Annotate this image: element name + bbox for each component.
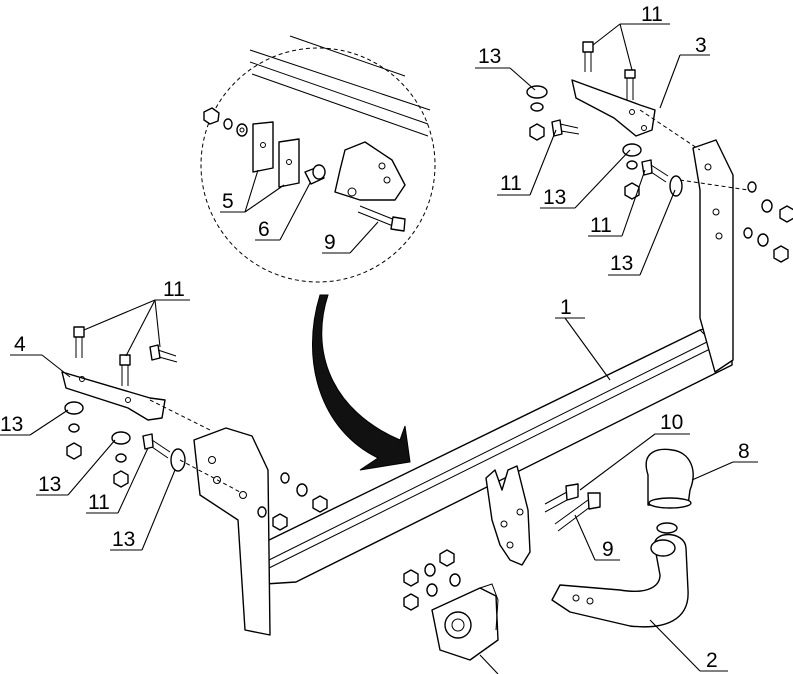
label-1: 1 (560, 296, 572, 319)
tow-ball (645, 448, 694, 534)
right-side-plate (692, 139, 734, 373)
left-mount-bracket-4 (61, 326, 328, 531)
label-3: 3 (695, 34, 707, 57)
detail-inset (200, 35, 436, 283)
ball-neck (551, 533, 689, 628)
main-crossbar (193, 139, 734, 636)
label-2: 2 (706, 649, 718, 672)
label-9: 9 (602, 538, 614, 561)
label-13: 13 (478, 45, 501, 68)
ball-mount-bracket (485, 465, 531, 566)
label-11: 11 (500, 172, 522, 195)
main-bolts (544, 483, 601, 532)
label-8: 8 (738, 440, 750, 463)
label-6: 6 (258, 218, 270, 241)
label-10: 10 (660, 411, 683, 434)
electrical-socket-plate (431, 583, 499, 661)
right-mount-bracket-3 (526, 41, 793, 263)
assembly-arrow-icon (311, 294, 411, 471)
label-13: 13 (38, 473, 61, 496)
label-13: 13 (0, 413, 23, 436)
inset-nut (203, 107, 220, 125)
center-nuts-washers (403, 549, 461, 611)
inset-bracket-plate (334, 141, 406, 201)
label-11: 11 (88, 491, 110, 514)
left-side-plate (193, 427, 271, 636)
label-13: 13 (112, 528, 135, 551)
label-4: 4 (14, 333, 26, 356)
label-5: 5 (222, 190, 234, 213)
inset-bolt-9 (390, 216, 406, 232)
label-11: 11 (163, 278, 185, 301)
spacer-plate-5b (278, 138, 300, 188)
leader-lines (0, 23, 758, 674)
label-11: 11 (590, 214, 612, 237)
label-11: 11 (641, 3, 663, 26)
callout-labels: 11 3 13 11 13 11 13 1 10 8 9 2 5 6 9 11 … (0, 3, 750, 672)
label-9: 9 (324, 231, 336, 254)
label-13: 13 (610, 252, 633, 275)
label-13: 13 (543, 186, 566, 209)
